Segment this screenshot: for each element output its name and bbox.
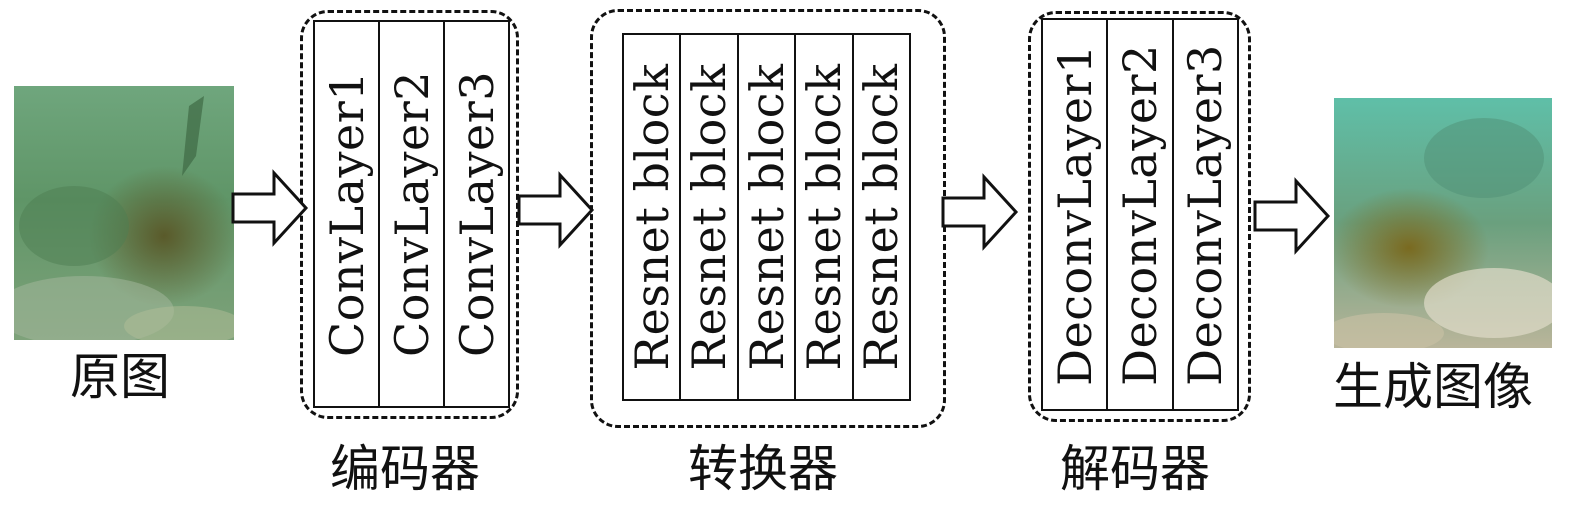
resnet-block: Resnet block <box>624 35 682 399</box>
input-caption: 原图 <box>70 348 170 406</box>
decoder-layer: DeconvLayer1 <box>1043 20 1109 409</box>
decoder-stack: DeconvLayer1 DeconvLayer2 DeconvLayer3 <box>1041 18 1239 411</box>
output-image <box>1334 98 1552 348</box>
encoder-stack: ConvLayer1 ConvLayer2 ConvLayer3 <box>313 20 510 408</box>
decoder-layer: DeconvLayer3 <box>1178 43 1233 386</box>
encoder-layer: ConvLayer1 <box>315 22 380 406</box>
arrow-icon <box>941 173 1019 251</box>
resnet-block: Resnet block <box>796 35 854 399</box>
resnet-block: Resnet block <box>739 35 797 399</box>
resnet-block: Resnet block <box>854 63 909 371</box>
arrow-icon <box>231 169 309 247</box>
decoder-layer: DeconvLayer2 <box>1108 20 1174 409</box>
encoder-layer: ConvLayer3 <box>449 71 504 357</box>
decoder-caption: 解码器 <box>1060 440 1210 498</box>
encoder-layer: ConvLayer2 <box>380 22 445 406</box>
resnet-block: Resnet block <box>681 35 739 399</box>
transformer-stack: Resnet block Resnet block Resnet block R… <box>622 33 911 401</box>
arrow-icon <box>1253 177 1331 255</box>
decoder-group <box>1028 11 1251 422</box>
transformer-caption: 转换器 <box>688 440 838 498</box>
output-caption: 生成图像 <box>1333 358 1533 416</box>
input-image <box>14 86 234 340</box>
encoder-caption: 编码器 <box>330 440 480 498</box>
arrow-icon <box>517 171 595 249</box>
